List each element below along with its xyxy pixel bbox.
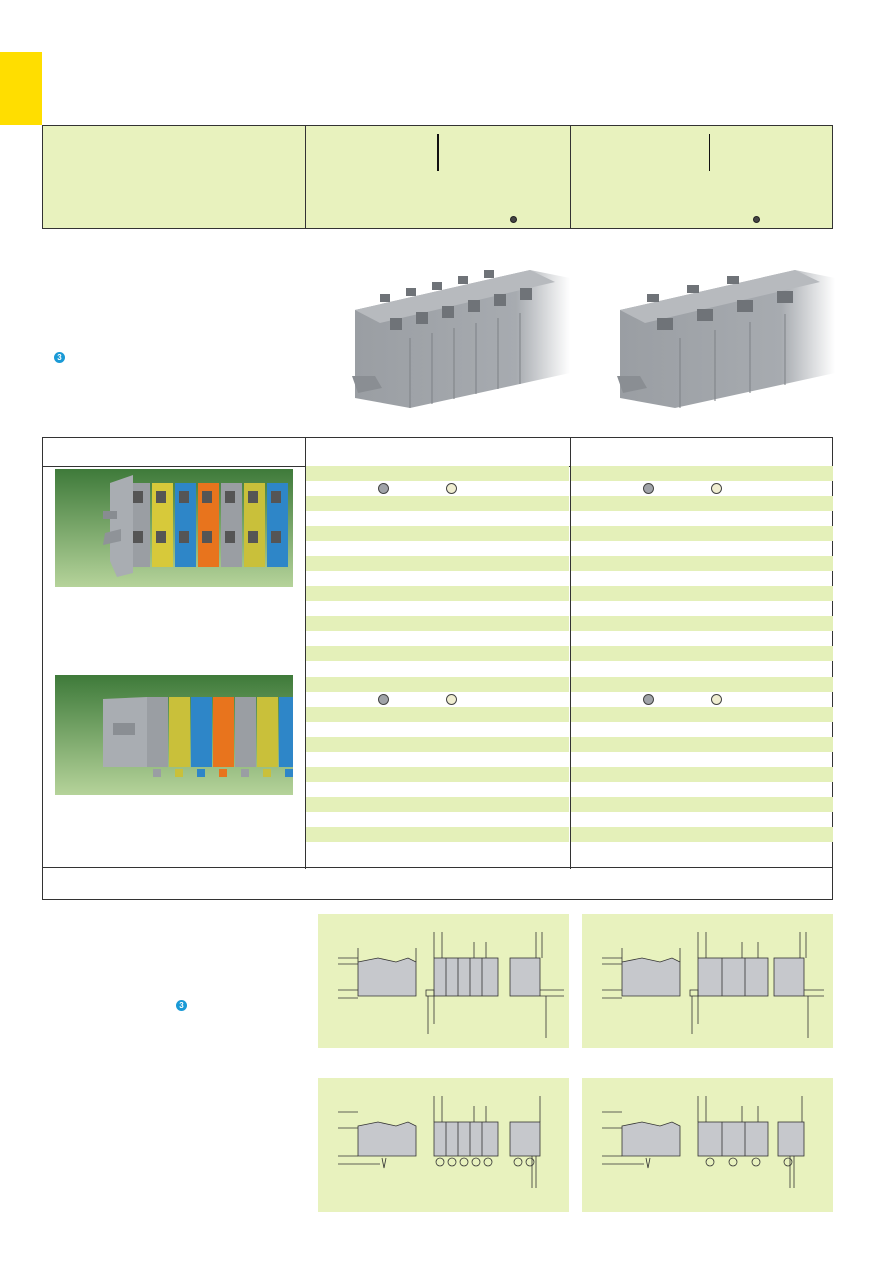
terminal-module	[198, 483, 219, 527]
table-row-stripe	[571, 646, 833, 661]
terminal-pin	[263, 769, 271, 777]
table-row-stripe	[571, 767, 833, 782]
section-tab-marker	[0, 52, 42, 125]
terminal-clamp-slot	[156, 491, 166, 503]
terminal-module	[169, 697, 190, 767]
terminal-module	[198, 523, 219, 567]
table-row-stripe	[306, 616, 569, 631]
table-row-stripe	[306, 496, 569, 511]
cream-color-dot-icon	[446, 483, 457, 494]
terminal-clamp-slot	[156, 531, 166, 543]
terminal-pin	[241, 769, 249, 777]
terminal-module	[244, 523, 265, 567]
terminal-pin	[153, 769, 161, 777]
terminal-clamp-slot	[133, 531, 143, 543]
colored-terminal-photo-1	[55, 469, 293, 587]
terminal-pin	[219, 769, 227, 777]
spec-column-divider	[570, 126, 571, 228]
table-row-stripe	[306, 827, 569, 842]
product-table	[42, 437, 833, 900]
terminal-module	[152, 523, 173, 567]
approval-symbol-icon	[510, 216, 517, 223]
terminal-module	[267, 523, 288, 567]
terminal-module	[244, 483, 265, 527]
dimension-drawing-top-right	[582, 914, 833, 1048]
table-row-stripe	[571, 707, 833, 722]
terminal-clamp-slot	[202, 531, 212, 543]
table-row-stripe	[306, 737, 569, 752]
table-row-stripe	[306, 586, 569, 601]
table-row-stripe	[571, 496, 833, 511]
terminal-pin	[175, 769, 183, 777]
cream-color-dot-icon	[711, 694, 722, 705]
terminal-pin	[197, 769, 205, 777]
terminal-clamp-slot	[271, 531, 281, 543]
terminal-clamp-slot	[202, 491, 212, 503]
cream-color-dot-icon	[446, 694, 457, 705]
terminal-clamp-slot	[248, 531, 258, 543]
terminal-clamp-slot	[225, 531, 235, 543]
terminal-module	[235, 697, 256, 767]
terminal-clamp-slot	[179, 531, 189, 543]
number-3-circle-icon: 3	[54, 352, 65, 363]
table-footer	[43, 867, 832, 899]
table-column-divider	[570, 438, 571, 869]
gray-color-dot-icon	[378, 483, 389, 494]
terminal-block-strip-photo-left	[320, 248, 570, 418]
dimension-drawing-bottom-left	[318, 1078, 569, 1212]
number-3-circle-icon: 3	[176, 1000, 187, 1011]
cream-color-dot-icon	[711, 483, 722, 494]
dimension-drawing-bottom-right	[582, 1078, 833, 1212]
table-row-stripe	[571, 556, 833, 571]
terminal-pin	[285, 769, 293, 777]
table-row-stripe	[306, 556, 569, 571]
gray-color-dot-icon	[643, 483, 654, 494]
terminal-module	[175, 483, 196, 527]
spec-column-divider	[305, 126, 306, 228]
terminal-module	[152, 483, 173, 527]
spec-box	[42, 125, 833, 229]
terminal-module	[257, 697, 278, 767]
table-row-stripe	[571, 827, 833, 842]
terminal-module	[267, 483, 288, 527]
terminal-clamp-slot	[248, 491, 258, 503]
terminal-clamp-slot	[179, 491, 189, 503]
gray-color-dot-icon	[643, 694, 654, 705]
table-column-divider	[305, 438, 306, 869]
table-row-stripe	[306, 797, 569, 812]
table-row-stripe	[571, 737, 833, 752]
table-row-stripe	[571, 616, 833, 631]
table-row-stripe	[571, 586, 833, 601]
gray-color-dot-icon	[378, 694, 389, 705]
table-row-stripe	[306, 767, 569, 782]
terminal-module	[279, 697, 293, 767]
terminal-module	[213, 697, 234, 767]
table-row-stripe	[306, 466, 569, 481]
table-row-stripe	[306, 677, 569, 692]
terminal-clamp-slot	[225, 491, 235, 503]
colored-terminal-photo-2	[55, 675, 293, 795]
terminal-block-strip-photo-right	[585, 248, 835, 418]
terminal-module	[175, 523, 196, 567]
table-row-stripe	[306, 707, 569, 722]
terminal-module	[221, 523, 242, 567]
spec-marker-line	[437, 134, 439, 171]
table-row-stripe	[571, 466, 833, 481]
table-row-stripe	[306, 526, 569, 541]
spec-marker-line	[709, 134, 710, 171]
approval-symbol-icon	[753, 216, 760, 223]
terminal-clamp-slot	[133, 491, 143, 503]
table-row-stripe	[571, 526, 833, 541]
table-row-stripe	[306, 646, 569, 661]
terminal-module	[147, 697, 168, 767]
dimension-drawing-top-left	[318, 914, 569, 1048]
table-row-stripe	[571, 797, 833, 812]
table-header	[43, 438, 832, 467]
table-row-stripe	[571, 677, 833, 692]
terminal-module	[191, 697, 212, 767]
terminal-clamp-slot	[271, 491, 281, 503]
terminal-module	[221, 483, 242, 527]
